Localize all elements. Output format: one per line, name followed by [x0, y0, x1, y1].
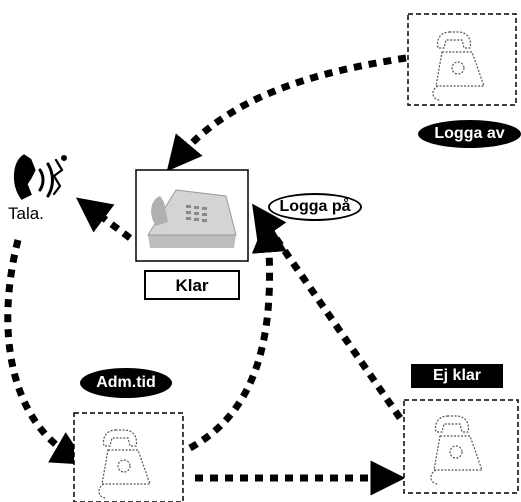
logga-pa-label: Logga på	[268, 193, 362, 221]
adm-tid-label: Adm.tid	[80, 368, 172, 398]
ej-klar-label: Ej klar	[411, 364, 503, 388]
handset-icon	[430, 415, 483, 485]
handset-icon	[98, 429, 151, 499]
logga-av-label: Logga av	[418, 120, 521, 148]
not-ready-state-box	[403, 399, 519, 494]
klar-label: Klar	[144, 270, 240, 300]
arrow-logoff-to-ready	[166, 54, 407, 172]
arrow-admtime-to-ready	[188, 217, 287, 452]
arrow-notready-to-ready	[252, 203, 403, 420]
logged-off-state-box	[407, 13, 517, 106]
arrow-ready-to-talk	[76, 197, 133, 241]
handset-icon	[432, 31, 485, 101]
adm-time-state-box	[73, 412, 184, 502]
talking-person-icon	[14, 154, 67, 200]
tala-label: Tala.	[8, 204, 44, 223]
desk-phone-icon	[147, 189, 237, 248]
arrow-talk-to-admtime	[4, 239, 88, 465]
